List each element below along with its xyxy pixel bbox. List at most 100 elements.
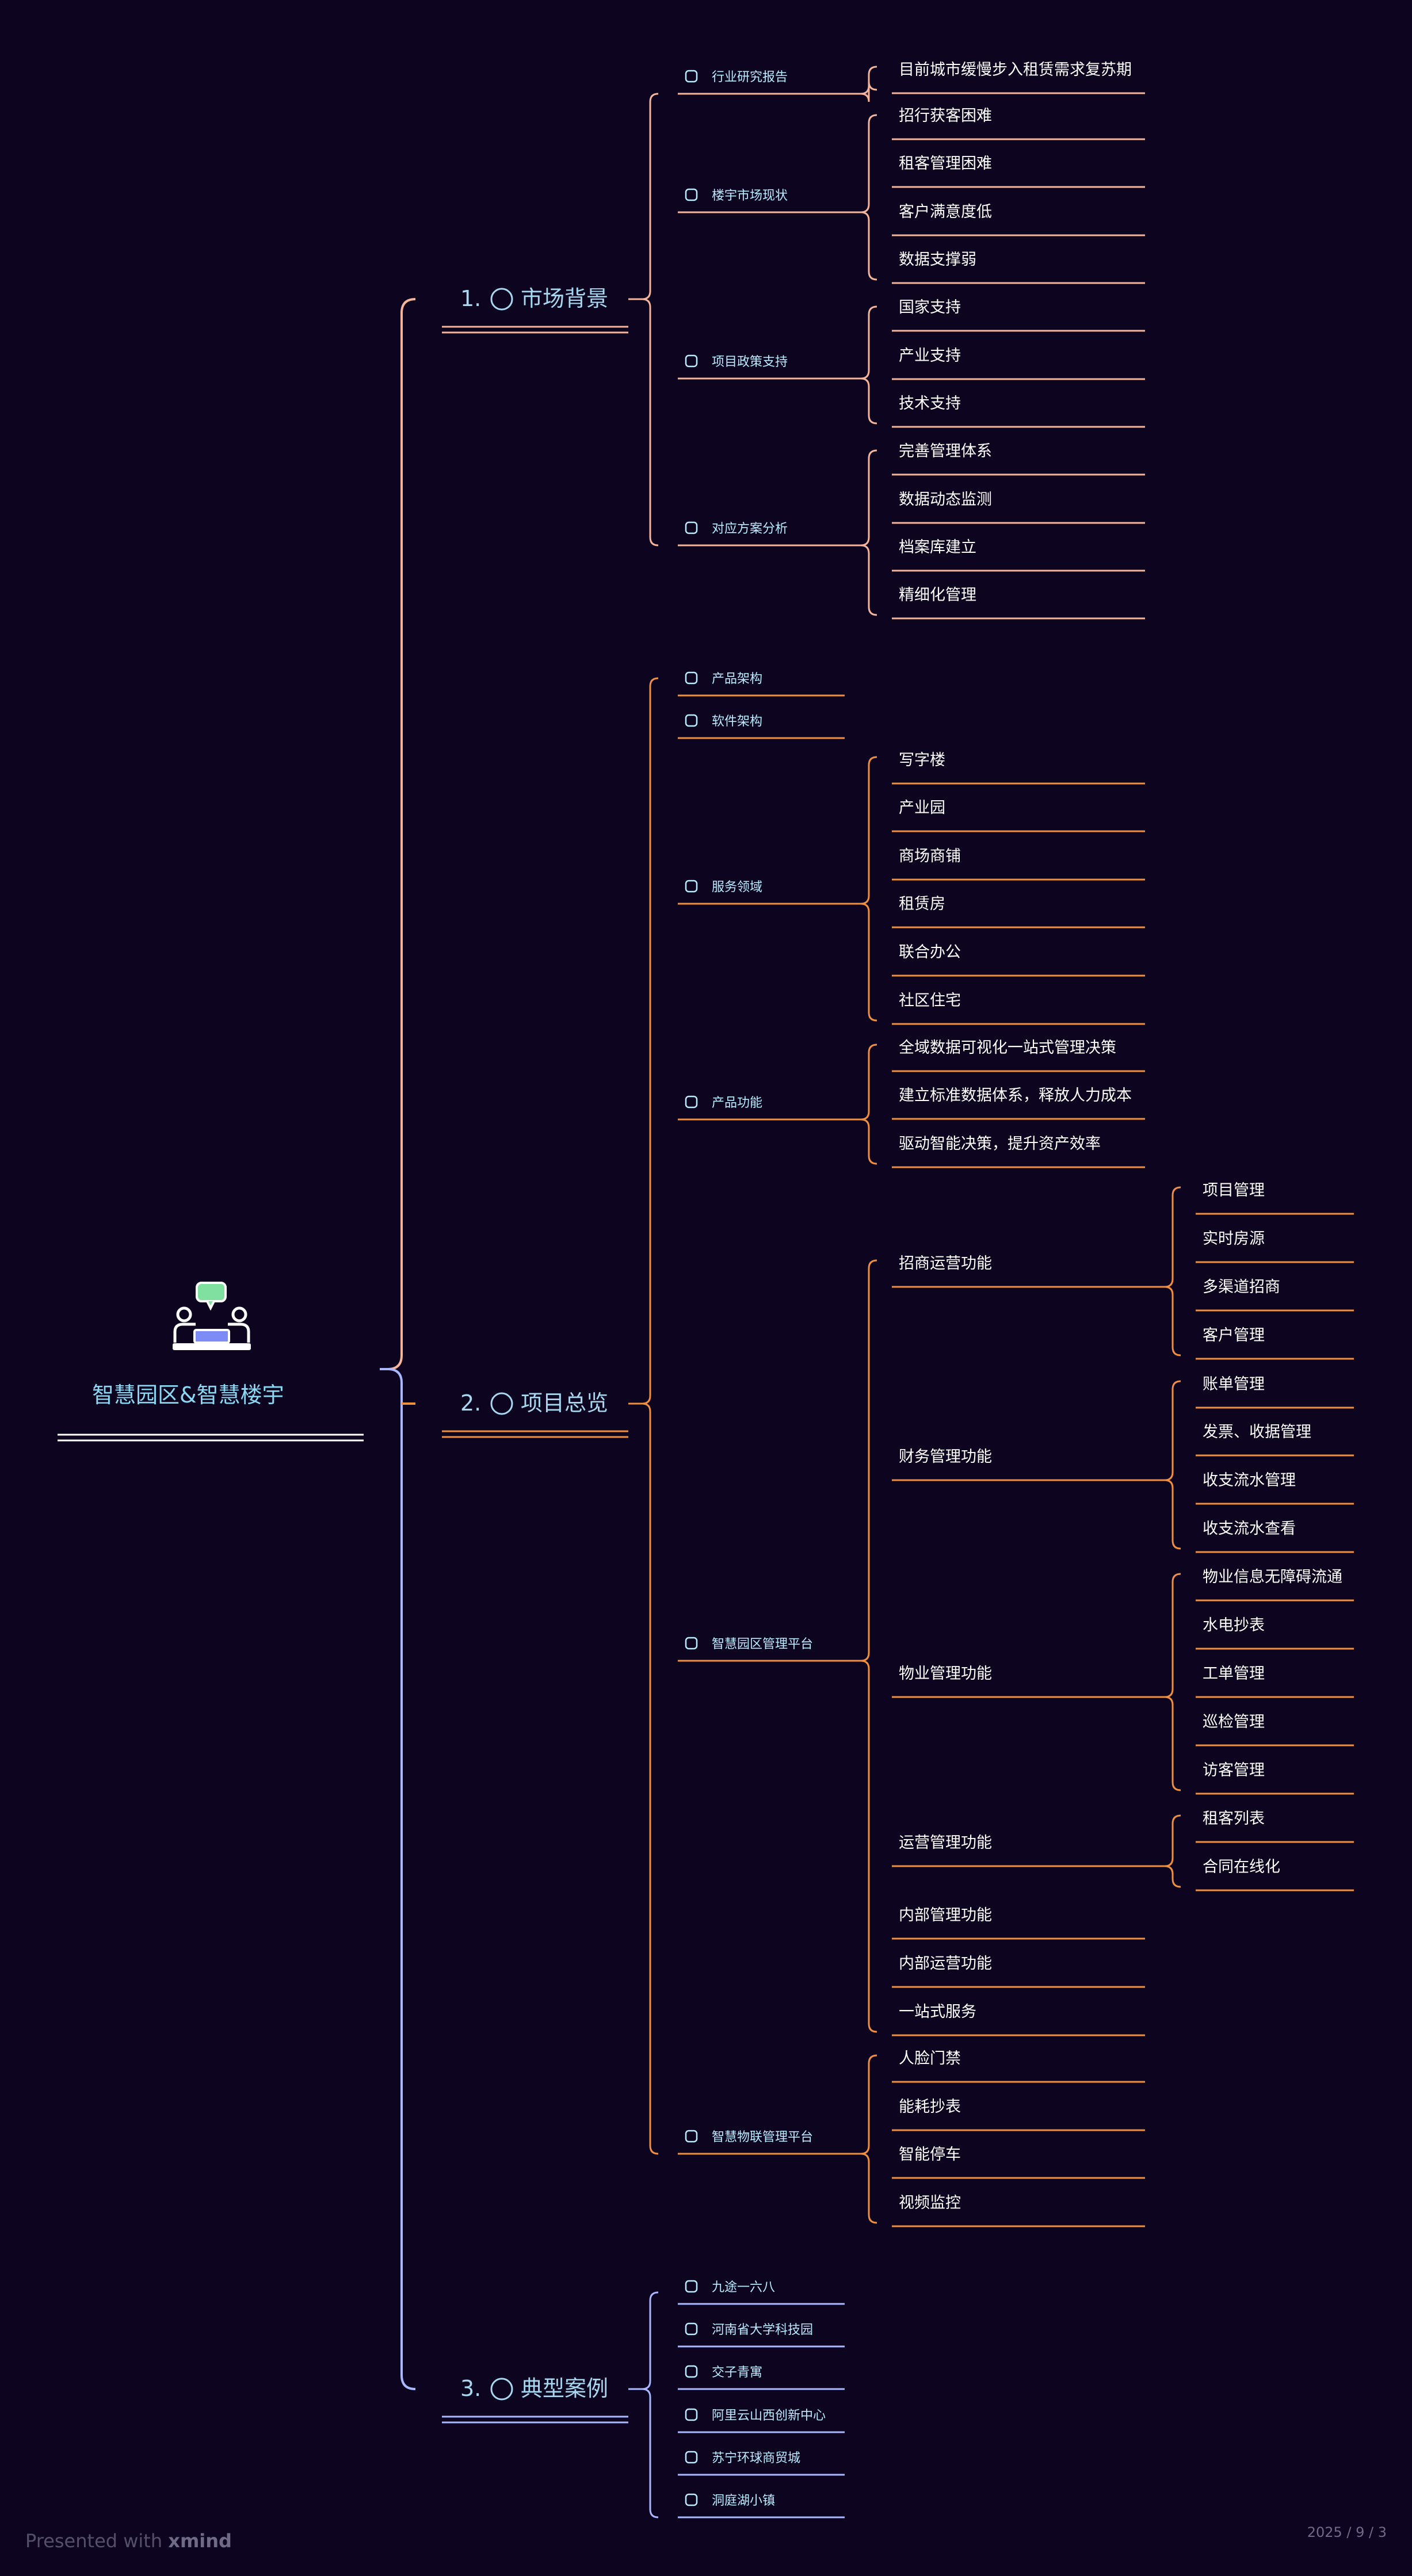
leaf-node[interactable]: 合同在线化 [1203,1858,1280,1876]
checkbox-icon[interactable] [685,714,698,727]
leaf-node[interactable]: 建立标准数据体系，释放人力成本 [899,1087,1132,1104]
leaf-node[interactable]: 产业支持 [899,347,961,365]
leaf-node[interactable]: 技术支持 [899,395,961,412]
level1-node[interactable]: 产品功能 [712,1096,762,1110]
leaf-node[interactable]: 收支流水查看 [1203,1520,1296,1538]
level1-node[interactable]: 九途一六八 [712,2280,775,2295]
brace-connector [860,449,877,616]
checkbox-icon[interactable] [685,2408,698,2421]
level1-node[interactable]: 苏宁环球商贸城 [712,2451,800,2466]
leaf-node[interactable]: 财务管理功能 [899,1448,992,1466]
leaf-node[interactable]: 人脸门禁 [899,2050,961,2067]
connectors [380,66,1181,2518]
brace-connector [860,114,877,281]
checkbox-icon[interactable] [685,188,698,201]
level1-node[interactable]: 服务领域 [712,880,762,895]
leaf-node[interactable]: 多渠道招商 [1203,1278,1280,1296]
leaf-node[interactable]: 视频监控 [899,2194,961,2212]
brace-connector [860,1259,877,2033]
checkbox-icon[interactable] [685,2365,698,2378]
leaf-node[interactable]: 智能停车 [899,2146,961,2164]
checkbox-icon[interactable] [685,354,698,368]
leaf-node[interactable]: 全域数据可视化一站式管理决策 [899,1039,1116,1057]
leaf-node[interactable]: 水电抄表 [1203,1616,1265,1634]
section-number[interactable]: 2. [460,1390,481,1416]
leaf-node[interactable]: 工单管理 [1203,1665,1265,1683]
checkbox-icon[interactable] [685,671,698,685]
section-title[interactable]: 项目总览 [521,1390,608,1416]
root-title[interactable]: 智慧园区&智慧楼宇 [92,1382,284,1408]
level1-node[interactable]: 河南省大学科技园 [712,2323,813,2337]
brace-connector [1164,1814,1181,1888]
checkbox-icon[interactable] [685,2280,698,2293]
checkbox-icon[interactable] [685,521,698,534]
leaf-node[interactable]: 租客管理困难 [899,155,992,173]
leaf-node[interactable]: 招行获客困难 [899,107,992,125]
leaf-node[interactable]: 租赁房 [899,895,945,913]
leaf-node[interactable]: 国家支持 [899,299,961,316]
level1-node[interactable]: 洞庭湖小镇 [712,2494,775,2508]
brace-connector [860,1044,877,1165]
leaf-node[interactable]: 运营管理功能 [899,1834,992,1852]
brace-connector [1164,1380,1181,1550]
section-title[interactable]: 市场背景 [521,286,608,311]
leaf-node[interactable]: 物业信息无障碍流通 [1203,1568,1342,1586]
level1-node[interactable]: 项目政策支持 [712,355,788,369]
level1-node[interactable]: 软件架构 [712,714,762,729]
level1-node[interactable]: 楼宇市场现状 [712,189,788,203]
leaf-node[interactable]: 内部管理功能 [899,1906,992,1924]
footer-date: 2025 / 9 / 3 [1307,2524,1387,2540]
leaf-node[interactable]: 招商运营功能 [899,1255,992,1272]
checkbox-icon[interactable] [685,1637,698,1650]
checkbox-icon[interactable] [685,2451,698,2464]
checkbox-icon[interactable] [685,2130,698,2143]
leaf-node[interactable]: 租客列表 [1203,1810,1265,1828]
leaf-node[interactable]: 实时房源 [1203,1230,1265,1248]
leaf-node[interactable]: 商场商铺 [899,847,961,865]
root-branch-3-connector [387,1368,416,2390]
level1-node[interactable]: 交子青寓 [712,2365,762,2380]
leaf-node[interactable]: 驱动智能决策，提升资产效率 [899,1135,1101,1153]
section-title[interactable]: 典型案例 [521,2376,608,2401]
level1-node[interactable]: 产品架构 [712,672,762,686]
footer-presented-text: Presented with [25,2530,163,2552]
brace-connector [1164,1573,1181,1791]
level1-node[interactable]: 对应方案分析 [712,522,788,536]
leaf-node[interactable]: 能耗抄表 [899,2098,961,2116]
checkbox-icon[interactable] [685,1095,698,1109]
leaf-node[interactable]: 写字楼 [899,751,945,769]
leaf-node[interactable]: 账单管理 [1203,1375,1265,1393]
checkbox-icon[interactable] [685,2322,698,2336]
circle-marker-icon [490,1392,513,1415]
checkbox-icon[interactable] [685,2493,698,2506]
leaf-node[interactable]: 数据支撑弱 [899,251,976,269]
leaf-node[interactable]: 精细化管理 [899,586,976,604]
leaf-node[interactable]: 客户管理 [1203,1327,1265,1344]
leaf-node[interactable]: 联合办公 [899,943,961,961]
leaf-node[interactable]: 客户满意度低 [899,203,992,221]
level1-node[interactable]: 阿里云山西创新中心 [712,2409,826,2423]
leaf-node[interactable]: 物业管理功能 [899,1665,992,1683]
xmind-brand: xmind [168,2530,232,2552]
leaf-node[interactable]: 数据动态监测 [899,491,992,509]
leaf-node[interactable]: 巡检管理 [1203,1713,1265,1731]
leaf-node[interactable]: 项目管理 [1203,1182,1265,1199]
leaf-node[interactable]: 内部运营功能 [899,1955,992,1973]
checkbox-icon[interactable] [685,880,698,893]
level1-node[interactable]: 行业研究报告 [712,70,788,85]
leaf-node[interactable]: 产业园 [899,799,945,817]
level1-node[interactable]: 智慧园区管理平台 [712,1637,813,1652]
leaf-node[interactable]: 收支流水管理 [1203,1472,1296,1489]
section-number[interactable]: 3. [460,2376,481,2401]
leaf-node[interactable]: 发票、收据管理 [1203,1423,1311,1441]
section-number[interactable]: 1. [460,286,481,311]
leaf-node[interactable]: 一站式服务 [899,2003,976,2021]
leaf-node[interactable]: 访客管理 [1203,1761,1265,1779]
leaf-node[interactable]: 社区住宅 [899,992,961,1010]
leaf-node[interactable]: 完善管理体系 [899,442,992,460]
leaf-node[interactable]: 档案库建立 [899,538,976,556]
checkbox-icon[interactable] [685,70,698,83]
leaf-node[interactable]: 目前城市缓慢步入租赁需求复苏期 [899,61,1132,79]
brace-connector [860,305,877,425]
level1-node[interactable]: 智慧物联管理平台 [712,2130,813,2145]
